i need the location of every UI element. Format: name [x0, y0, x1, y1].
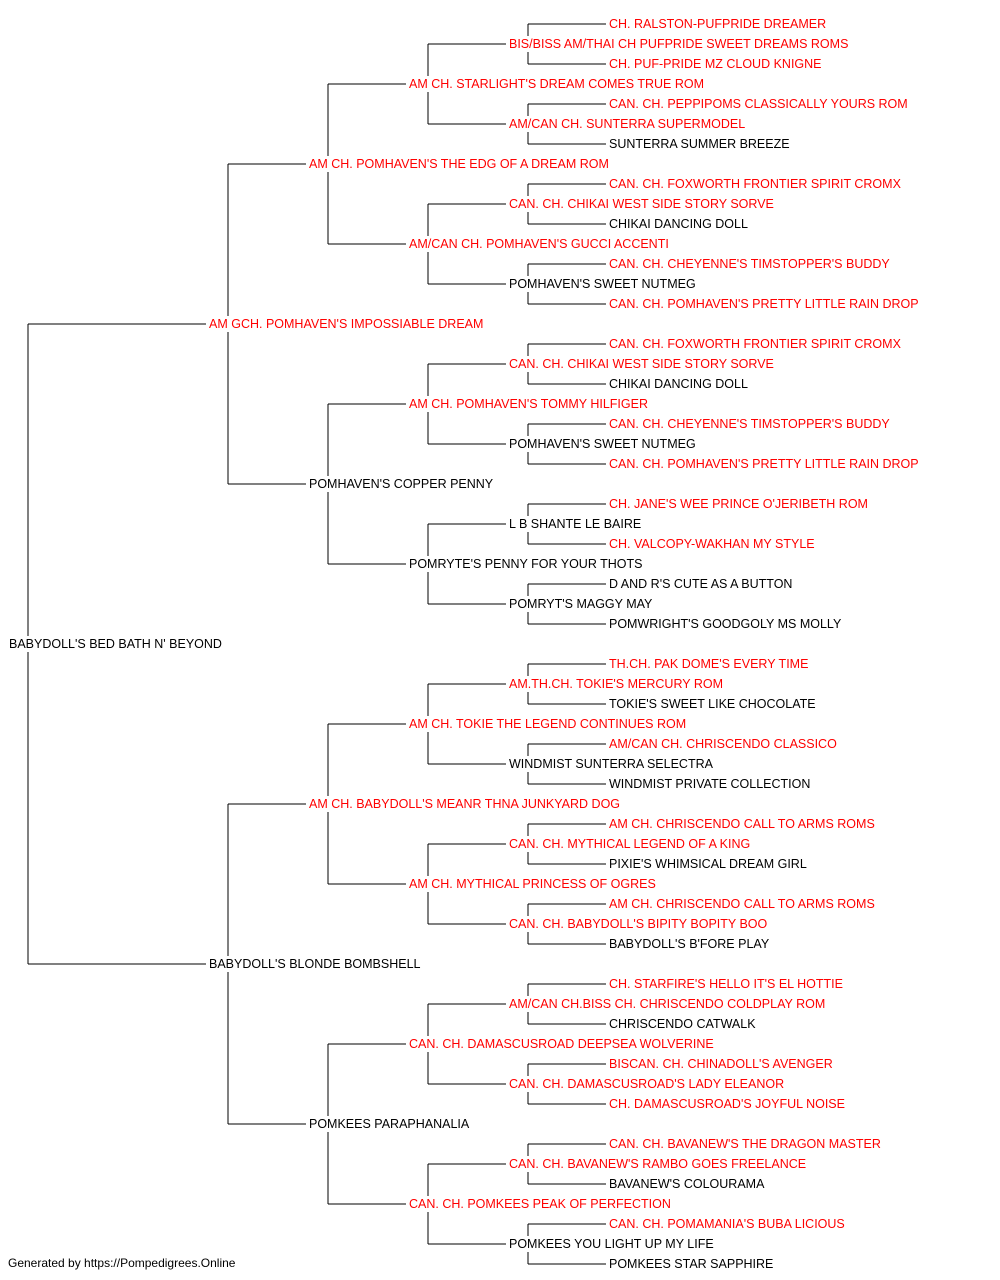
dog-name-gen4[interactable]: POMHAVEN'S SWEET NUTMEG	[508, 276, 697, 292]
dog-name-gen5[interactable]: CAN. CH. POMAMANIA'S BUBA LICIOUS	[608, 1216, 846, 1232]
dog-name-gen4[interactable]: CAN. CH. BAVANEW'S RAMBO GOES FREELANCE	[508, 1156, 808, 1172]
dog-name-gen5[interactable]: PIXIE'S WHIMSICAL DREAM GIRL	[608, 856, 808, 872]
dog-name-gen5[interactable]: CH. VALCOPY-WAKHAN MY STYLE	[608, 536, 816, 552]
dog-name-gen4[interactable]: POMKEES YOU LIGHT UP MY LIFE	[508, 1236, 715, 1252]
dog-name-gen5[interactable]: BISCAN. CH. CHINADOLL'S AVENGER	[608, 1056, 834, 1072]
dog-name-gen4[interactable]: CAN. CH. CHIKAI WEST SIDE STORY SORVE	[508, 356, 775, 372]
dog-name-gen5[interactable]: AM CH. CHRISCENDO CALL TO ARMS ROMS	[608, 896, 876, 912]
dog-name-gen5[interactable]: CH. JANE'S WEE PRINCE O'JERIBETH ROM	[608, 496, 869, 512]
dog-name-gen5[interactable]: POMWRIGHT'S GOODGOLY MS MOLLY	[608, 616, 843, 632]
dog-name-gen5[interactable]: TOKIE'S SWEET LIKE CHOCOLATE	[608, 696, 817, 712]
generated-by-footer: Generated by https://Pompedigrees.Online	[8, 1256, 236, 1270]
dog-name-gen3[interactable]: POMRYTE'S PENNY FOR YOUR THOTS	[408, 556, 644, 572]
dog-name-gen5[interactable]: CAN. CH. BAVANEW'S THE DRAGON MASTER	[608, 1136, 882, 1152]
dog-name-gen4[interactable]: POMHAVEN'S SWEET NUTMEG	[508, 436, 697, 452]
dog-name-gen3[interactable]: AM CH. TOKIE THE LEGEND CONTINUES ROM	[408, 716, 688, 732]
dog-name-gen1[interactable]: BABYDOLL'S BLONDE BOMBSHELL	[208, 956, 422, 972]
dog-name-gen3[interactable]: AM/CAN CH. POMHAVEN'S GUCCI ACCENTI	[408, 236, 670, 252]
dog-name-gen5[interactable]: BABYDOLL'S B'FORE PLAY	[608, 936, 771, 952]
dog-name-gen5[interactable]: AM CH. CHRISCENDO CALL TO ARMS ROMS	[608, 816, 876, 832]
dog-name-gen5[interactable]: CAN. CH. CHEYENNE'S TIMSTOPPER'S BUDDY	[608, 416, 891, 432]
dog-name-gen5[interactable]: CAN. CH. FOXWORTH FRONTIER SPIRIT CROMX	[608, 336, 902, 352]
dog-name-gen4[interactable]: BIS/BISS AM/THAI CH PUFPRIDE SWEET DREAM…	[508, 36, 850, 52]
dog-name-gen4[interactable]: WINDMIST SUNTERRA SELECTRA	[508, 756, 714, 772]
dog-name-gen5[interactable]: AM/CAN CH. CHRISCENDO CLASSICO	[608, 736, 838, 752]
dog-name-gen4[interactable]: AM/CAN CH.BISS CH. CHRISCENDO COLDPLAY R…	[508, 996, 827, 1012]
dog-name-gen5[interactable]: SUNTERRA SUMMER BREEZE	[608, 136, 791, 152]
dog-name-gen4[interactable]: AM.TH.CH. TOKIE'S MERCURY ROM	[508, 676, 724, 692]
dog-name-gen5[interactable]: TH.CH. PAK DOME'S EVERY TIME	[608, 656, 810, 672]
dog-name-gen4[interactable]: POMRYT'S MAGGY MAY	[508, 596, 654, 612]
dog-name-gen5[interactable]: CHRISCENDO CATWALK	[608, 1016, 757, 1032]
dog-name-gen4[interactable]: CAN. CH. BABYDOLL'S BIPITY BOPITY BOO	[508, 916, 769, 932]
dog-name-gen5[interactable]: POMKEES STAR SAPPHIRE	[608, 1256, 775, 1272]
dog-name-gen5[interactable]: CH. DAMASCUSROAD'S JOYFUL NOISE	[608, 1096, 846, 1112]
dog-name-gen4[interactable]: CAN. CH. DAMASCUSROAD'S LADY ELEANOR	[508, 1076, 786, 1092]
dog-name-gen5[interactable]: CHIKAI DANCING DOLL	[608, 216, 749, 232]
dog-name-gen2[interactable]: AM CH. POMHAVEN'S THE EDG OF A DREAM ROM	[308, 156, 610, 172]
dog-name-gen2[interactable]: AM CH. BABYDOLL'S MEANR THNA JUNKYARD DO…	[308, 796, 622, 812]
dog-name-gen3[interactable]: AM CH. MYTHICAL PRINCESS OF OGRES	[408, 876, 657, 892]
dog-name-gen4[interactable]: AM/CAN CH. SUNTERRA SUPERMODEL	[508, 116, 747, 132]
dog-name-gen5[interactable]: CH. RALSTON-PUFPRIDE DREAMER	[608, 16, 828, 32]
dog-name-gen3[interactable]: AM CH. POMHAVEN'S TOMMY HILFIGER	[408, 396, 649, 412]
dog-name-gen3[interactable]: CAN. CH. DAMASCUSROAD DEEPSEA WOLVERINE	[408, 1036, 715, 1052]
dog-name-gen4[interactable]: CAN. CH. CHIKAI WEST SIDE STORY SORVE	[508, 196, 775, 212]
dog-name-gen2[interactable]: POMHAVEN'S COPPER PENNY	[308, 476, 495, 492]
dog-name-gen5[interactable]: WINDMIST PRIVATE COLLECTION	[608, 776, 812, 792]
dog-name-gen0[interactable]: BABYDOLL'S BED BATH N' BEYOND	[8, 636, 223, 652]
dog-name-gen2[interactable]: POMKEES PARAPHANALIA	[308, 1116, 471, 1132]
dog-name-gen5[interactable]: CAN. CH. PEPPIPOMS CLASSICALLY YOURS ROM	[608, 96, 909, 112]
dog-name-gen4[interactable]: L B SHANTE LE BAIRE	[508, 516, 643, 532]
dog-name-gen5[interactable]: CAN. CH. POMHAVEN'S PRETTY LITTLE RAIN D…	[608, 456, 920, 472]
dog-name-gen4[interactable]: CAN. CH. MYTHICAL LEGEND OF A KING	[508, 836, 752, 852]
dog-name-gen5[interactable]: CAN. CH. FOXWORTH FRONTIER SPIRIT CROMX	[608, 176, 902, 192]
dog-name-gen5[interactable]: D AND R'S CUTE AS A BUTTON	[608, 576, 794, 592]
dog-name-gen5[interactable]: CH. STARFIRE'S HELLO IT'S EL HOTTIE	[608, 976, 844, 992]
dog-name-gen5[interactable]: CHIKAI DANCING DOLL	[608, 376, 749, 392]
dog-name-gen3[interactable]: AM CH. STARLIGHT'S DREAM COMES TRUE ROM	[408, 76, 706, 92]
dog-name-gen5[interactable]: BAVANEW'S COLOURAMA	[608, 1176, 766, 1192]
dog-name-gen1[interactable]: AM GCH. POMHAVEN'S IMPOSSIABLE DREAM	[208, 316, 485, 332]
dog-name-gen3[interactable]: CAN. CH. POMKEES PEAK OF PERFECTION	[408, 1196, 672, 1212]
dog-name-gen5[interactable]: CAN. CH. CHEYENNE'S TIMSTOPPER'S BUDDY	[608, 256, 891, 272]
dog-name-gen5[interactable]: CAN. CH. POMHAVEN'S PRETTY LITTLE RAIN D…	[608, 296, 920, 312]
dog-name-gen5[interactable]: CH. PUF-PRIDE MZ CLOUD KNIGNE	[608, 56, 823, 72]
